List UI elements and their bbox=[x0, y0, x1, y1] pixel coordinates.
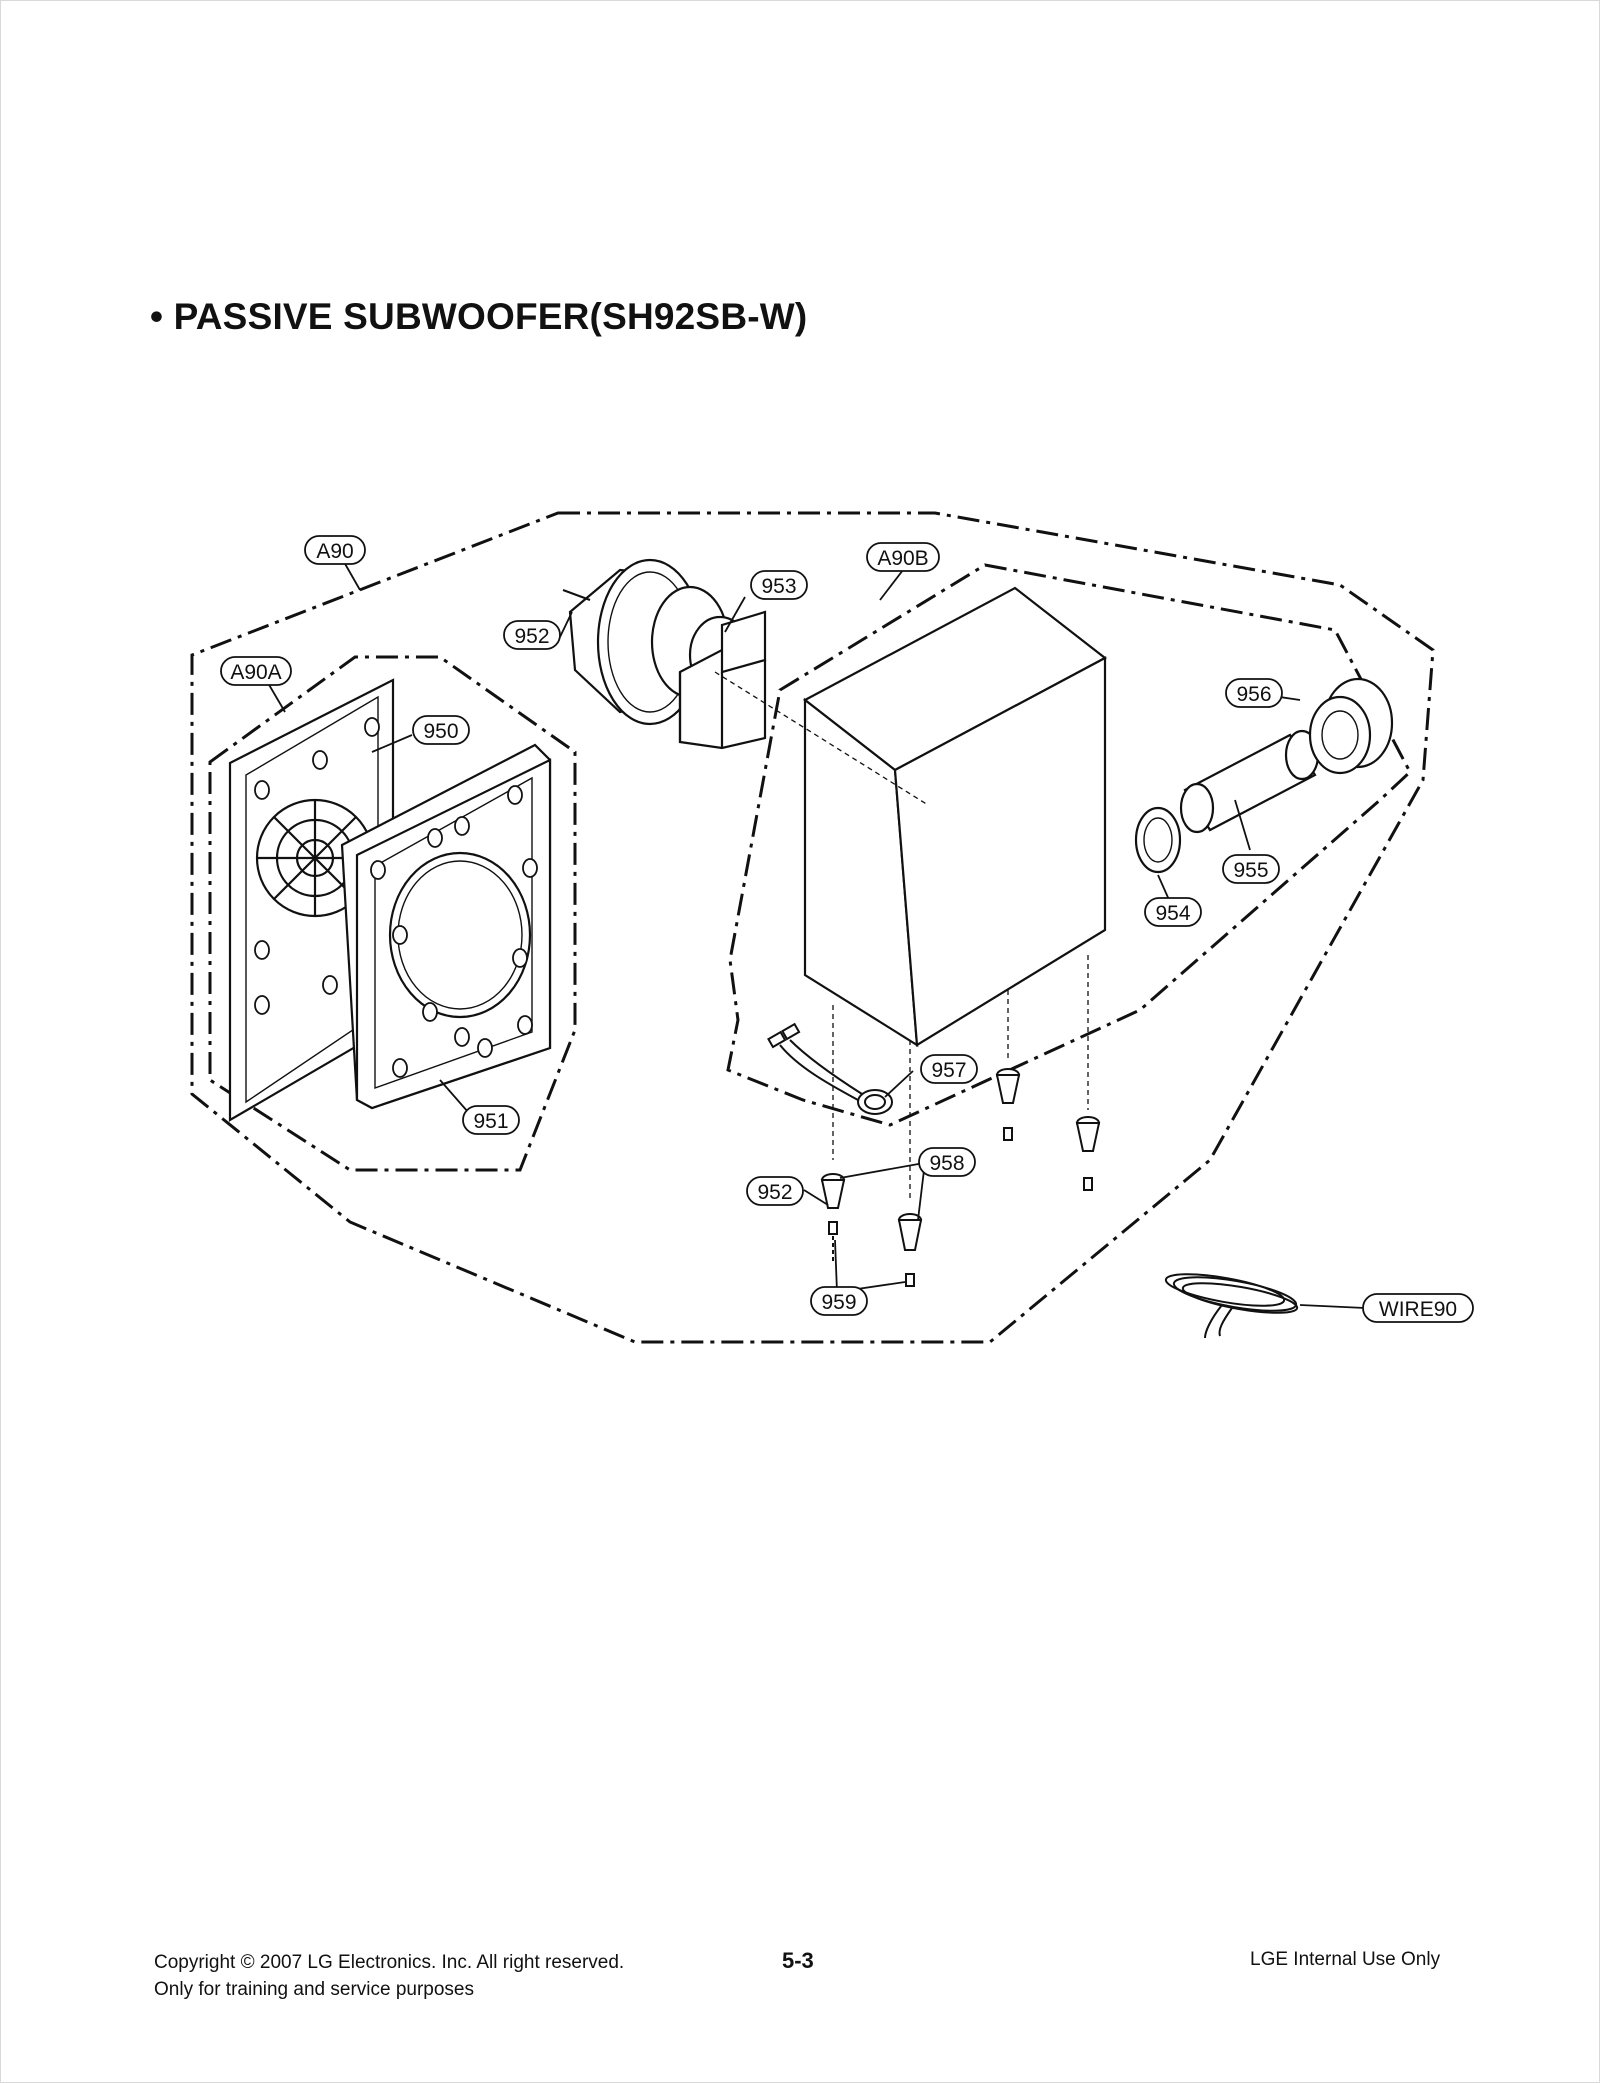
callout-a90b: A90B bbox=[866, 542, 940, 572]
callout-955: 955 bbox=[1222, 854, 1280, 884]
footer-internal-use: LGE Internal Use Only bbox=[1250, 1949, 1441, 1970]
callout-957-label: 957 bbox=[931, 1059, 966, 1082]
callout-959: 959 bbox=[810, 1286, 868, 1316]
bass-port-assembly bbox=[1134, 677, 1394, 874]
callout-953-label: 953 bbox=[761, 575, 796, 598]
assembly-a90-boundary bbox=[190, 511, 1435, 1344]
callout-954: 954 bbox=[1144, 897, 1202, 927]
callout-951-label: 951 bbox=[473, 1110, 508, 1133]
woofer-speaker bbox=[568, 558, 767, 750]
callout-956-label: 956 bbox=[1236, 683, 1271, 706]
footer-copyright: Copyright © 2007 LG Electronics. Inc. Al… bbox=[154, 1952, 625, 1973]
callout-a90a: A90A bbox=[220, 656, 292, 686]
callout-952-bottom-label: 952 bbox=[757, 1181, 792, 1204]
callout-958-label: 958 bbox=[929, 1152, 964, 1175]
foot-958-right-a bbox=[995, 1068, 1021, 1141]
callout-954-label: 954 bbox=[1155, 902, 1190, 925]
callout-wire90-label: WIRE90 bbox=[1379, 1298, 1457, 1321]
callout-955-label: 955 bbox=[1233, 859, 1268, 882]
foot-958-left bbox=[820, 1173, 846, 1262]
callout-956: 956 bbox=[1225, 678, 1283, 708]
callout-952-top-label: 952 bbox=[514, 625, 549, 648]
page-title: • PASSIVE SUBWOOFER(SH92SB-W) bbox=[150, 296, 808, 337]
callout-950: 950 bbox=[412, 715, 470, 745]
terminal-957 bbox=[767, 1022, 893, 1115]
frame-plate-951 bbox=[340, 743, 552, 1110]
callout-950-label: 950 bbox=[423, 720, 458, 743]
callout-952-top: 952 bbox=[503, 620, 561, 650]
callout-wire90: WIRE90 bbox=[1362, 1293, 1474, 1323]
assembly-a90b-boundary bbox=[726, 563, 1412, 1127]
foot-958-right-b bbox=[1075, 1116, 1101, 1191]
callout-953: 953 bbox=[750, 570, 808, 600]
assembly-a90a-boundary bbox=[208, 655, 577, 1172]
callout-a90: A90 bbox=[304, 535, 366, 565]
callout-957: 957 bbox=[920, 1054, 978, 1084]
woofer-screw-952 bbox=[562, 589, 591, 601]
callout-958: 958 bbox=[918, 1147, 976, 1177]
cabinet-assembly-line bbox=[714, 671, 929, 806]
callout-a90a-label: A90A bbox=[230, 661, 281, 684]
callout-951: 951 bbox=[462, 1105, 520, 1135]
footer-left: Copyright © 2007 LG Electronics. Inc. Al… bbox=[154, 1949, 624, 2003]
callout-952-bottom: 952 bbox=[746, 1176, 804, 1206]
footer-page-number: 5-3 bbox=[782, 1948, 814, 1973]
callout-a90-label: A90 bbox=[316, 540, 353, 563]
callout-959-label: 959 bbox=[821, 1291, 856, 1314]
footer-purpose: Only for training and service purposes bbox=[154, 1979, 474, 2000]
cabinet-box bbox=[802, 586, 1108, 1048]
foot-958-center bbox=[897, 1213, 923, 1287]
wire-90-coil bbox=[1164, 1273, 1299, 1339]
callout-a90b-label: A90B bbox=[877, 547, 928, 570]
